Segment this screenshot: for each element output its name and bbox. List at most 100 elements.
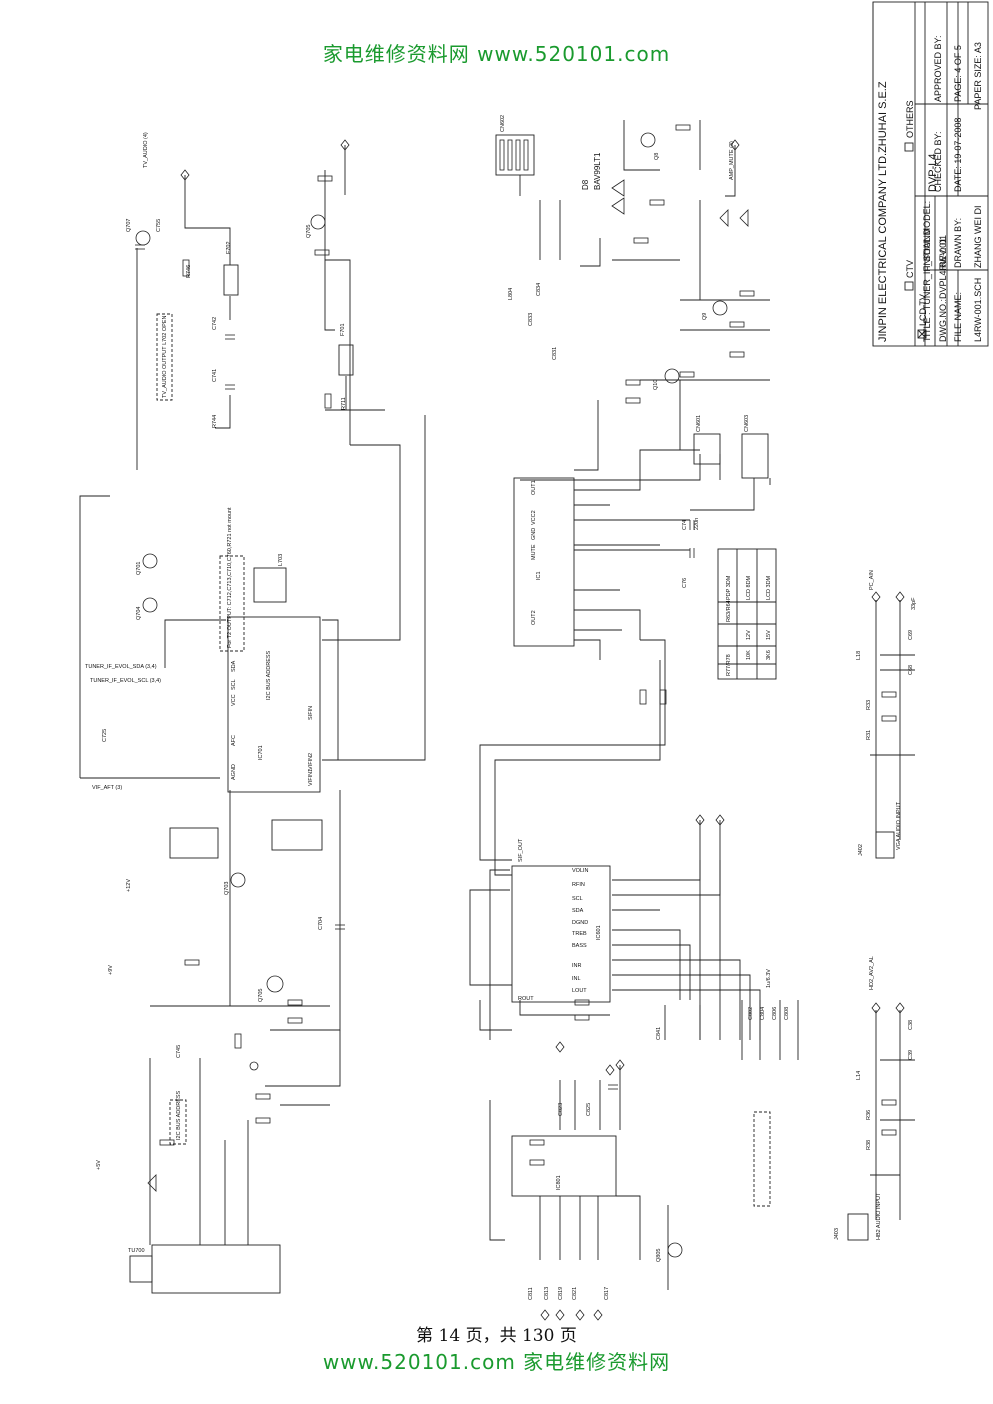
label-c819: C819 <box>558 1287 564 1300</box>
label-f702: F702 <box>226 241 232 254</box>
label-c802: C802 <box>748 1007 754 1020</box>
label-inl: INL <box>572 976 581 982</box>
tb-drawn-by: DRAWN BY: <box>953 218 963 268</box>
label-c817: C817 <box>604 1287 610 1300</box>
q707-transistor <box>135 230 151 246</box>
label-cn603: CN603 <box>744 415 750 432</box>
label-sda-701: SDA <box>231 660 237 672</box>
tb-lcd-tv: LCD TV <box>918 294 928 326</box>
label-c704: C704 <box>318 917 324 930</box>
l703-coil <box>253 567 287 603</box>
label-c76: C76 <box>682 578 688 588</box>
label-vcc2: VCC2 <box>531 510 537 525</box>
saw-filter <box>271 819 323 851</box>
label-inr: INR <box>572 963 582 969</box>
q10-transistor <box>664 368 680 384</box>
label-rx-2: LCD 8DM <box>746 575 752 600</box>
label-tv-audio: TV_AUDIO (4) <box>143 132 149 168</box>
tb-others: OTHERS <box>905 100 915 138</box>
q9-transistor <box>712 300 728 316</box>
label-l804: L804 <box>508 288 514 300</box>
label-cap3: 1u/6.3V <box>766 969 772 988</box>
label-q701: Q701 <box>136 562 142 575</box>
label-scl-701: SCL <box>231 679 237 690</box>
label-c806: C806 <box>772 1007 778 1020</box>
label-ic801: IC801 <box>556 1175 562 1190</box>
label-mute: MUTE <box>531 544 537 560</box>
label-c69: C69 <box>908 630 914 640</box>
label-rx-1: PDP 3DM <box>726 575 732 600</box>
label-l14: L14 <box>856 1071 862 1080</box>
tb-checked-by: CHECKED BY: <box>933 131 943 192</box>
label-c68: C68 <box>908 665 914 675</box>
ic801-body <box>511 1135 617 1197</box>
q703-transistor <box>230 872 246 888</box>
label-c825: C825 <box>586 1103 592 1116</box>
label-note-box-2: TV_AUDIO OUTPUT L702 OPEN <box>162 316 168 398</box>
label-tuner: TU700 <box>128 1248 145 1254</box>
label-r711: R711 <box>341 397 347 410</box>
label-c725: C725 <box>102 729 108 742</box>
label-l18: L18 <box>856 651 862 660</box>
label-vifin1: VIFIN1 <box>308 769 314 786</box>
label-c804: C804 <box>760 1007 766 1020</box>
label-note-box: For T2 OUTPUT: C712,C713,C710,C760,R721 … <box>227 507 233 648</box>
j402-vga-jack <box>875 831 895 859</box>
note-box-1 <box>219 555 245 652</box>
tb-ctv: CTV <box>905 260 915 278</box>
label-cn602: CN602 <box>500 115 506 132</box>
note-box-2 <box>156 313 173 401</box>
label-c841: C841 <box>656 1027 662 1040</box>
label-bass: BASS <box>572 943 587 949</box>
tb-page: PAGE: 4 OF 5 <box>953 45 963 102</box>
label-r744: R744 <box>212 415 218 428</box>
label-c745: C745 <box>176 1045 182 1058</box>
label-v12: +12V <box>126 879 132 892</box>
d11-zener <box>147 1174 157 1192</box>
audio-note-box <box>753 1111 771 1207</box>
label-lout: LOUT <box>572 988 587 994</box>
top-banner: 家电维修资料网 www.520101.com <box>322 42 671 66</box>
label-ic601: IC601 <box>596 925 602 940</box>
label-rfin: RFIN <box>572 882 585 888</box>
q8-transistor <box>640 132 656 148</box>
label-v9: +9V <box>108 965 114 975</box>
tb-file-name: FILE NAME: <box>953 292 963 342</box>
tb-model: DVP-L4 <box>927 153 939 192</box>
label-c821: C821 <box>572 1287 578 1300</box>
tb-initial-model: INITIAL MODEL: <box>922 201 932 268</box>
label-q704: Q704 <box>136 607 142 620</box>
tb-date: DATE: 19-07-2008 <box>953 118 963 192</box>
label-rx-3: LCD 3DM <box>766 575 772 600</box>
label-ic1: IC1 <box>536 571 542 580</box>
rx-table <box>717 548 777 680</box>
label-cap9: 33pF <box>911 597 917 610</box>
label-r38: R38 <box>866 1140 872 1150</box>
connector-cn601 <box>693 433 721 465</box>
label-cn601: CN601 <box>696 415 702 432</box>
label-dgnd: DGND <box>572 920 588 926</box>
label-c833: C833 <box>528 313 534 326</box>
label-tuner-evol-sda: TUNER_IF_EVOL_SDA (3,4) <box>85 664 157 670</box>
label-q8: Q8 <box>654 153 660 160</box>
d6-led <box>739 209 749 227</box>
label-f701: F701 <box>340 323 346 336</box>
label-vcc-701: VCC <box>231 694 237 706</box>
label-rx-v4: 3K6 <box>766 650 772 660</box>
tb-drawer: ZHANG WEI DI <box>973 206 983 269</box>
label-cap5: 220n <box>694 518 700 530</box>
label-rx-v2: 15V <box>766 630 772 640</box>
label-rout: ROUT <box>518 996 534 1002</box>
label-sda-601: SDA <box>572 908 584 914</box>
q805-transistor <box>667 1242 683 1258</box>
label-c834: C834 <box>536 283 542 296</box>
tb-paper-size: PAPER SIZE: A3 <box>973 42 983 110</box>
label-afc-701: AFC <box>231 735 237 746</box>
i2c-note-box <box>169 1099 187 1145</box>
label-c831: C831 <box>552 347 558 360</box>
label-c808: C808 <box>784 1007 790 1020</box>
tuner-jack <box>129 1255 153 1283</box>
checkbox-others <box>904 142 914 152</box>
checkbox-ctv <box>904 281 914 291</box>
label-hb2-audio: HB2 AUDIO INPUT <box>876 1192 882 1240</box>
